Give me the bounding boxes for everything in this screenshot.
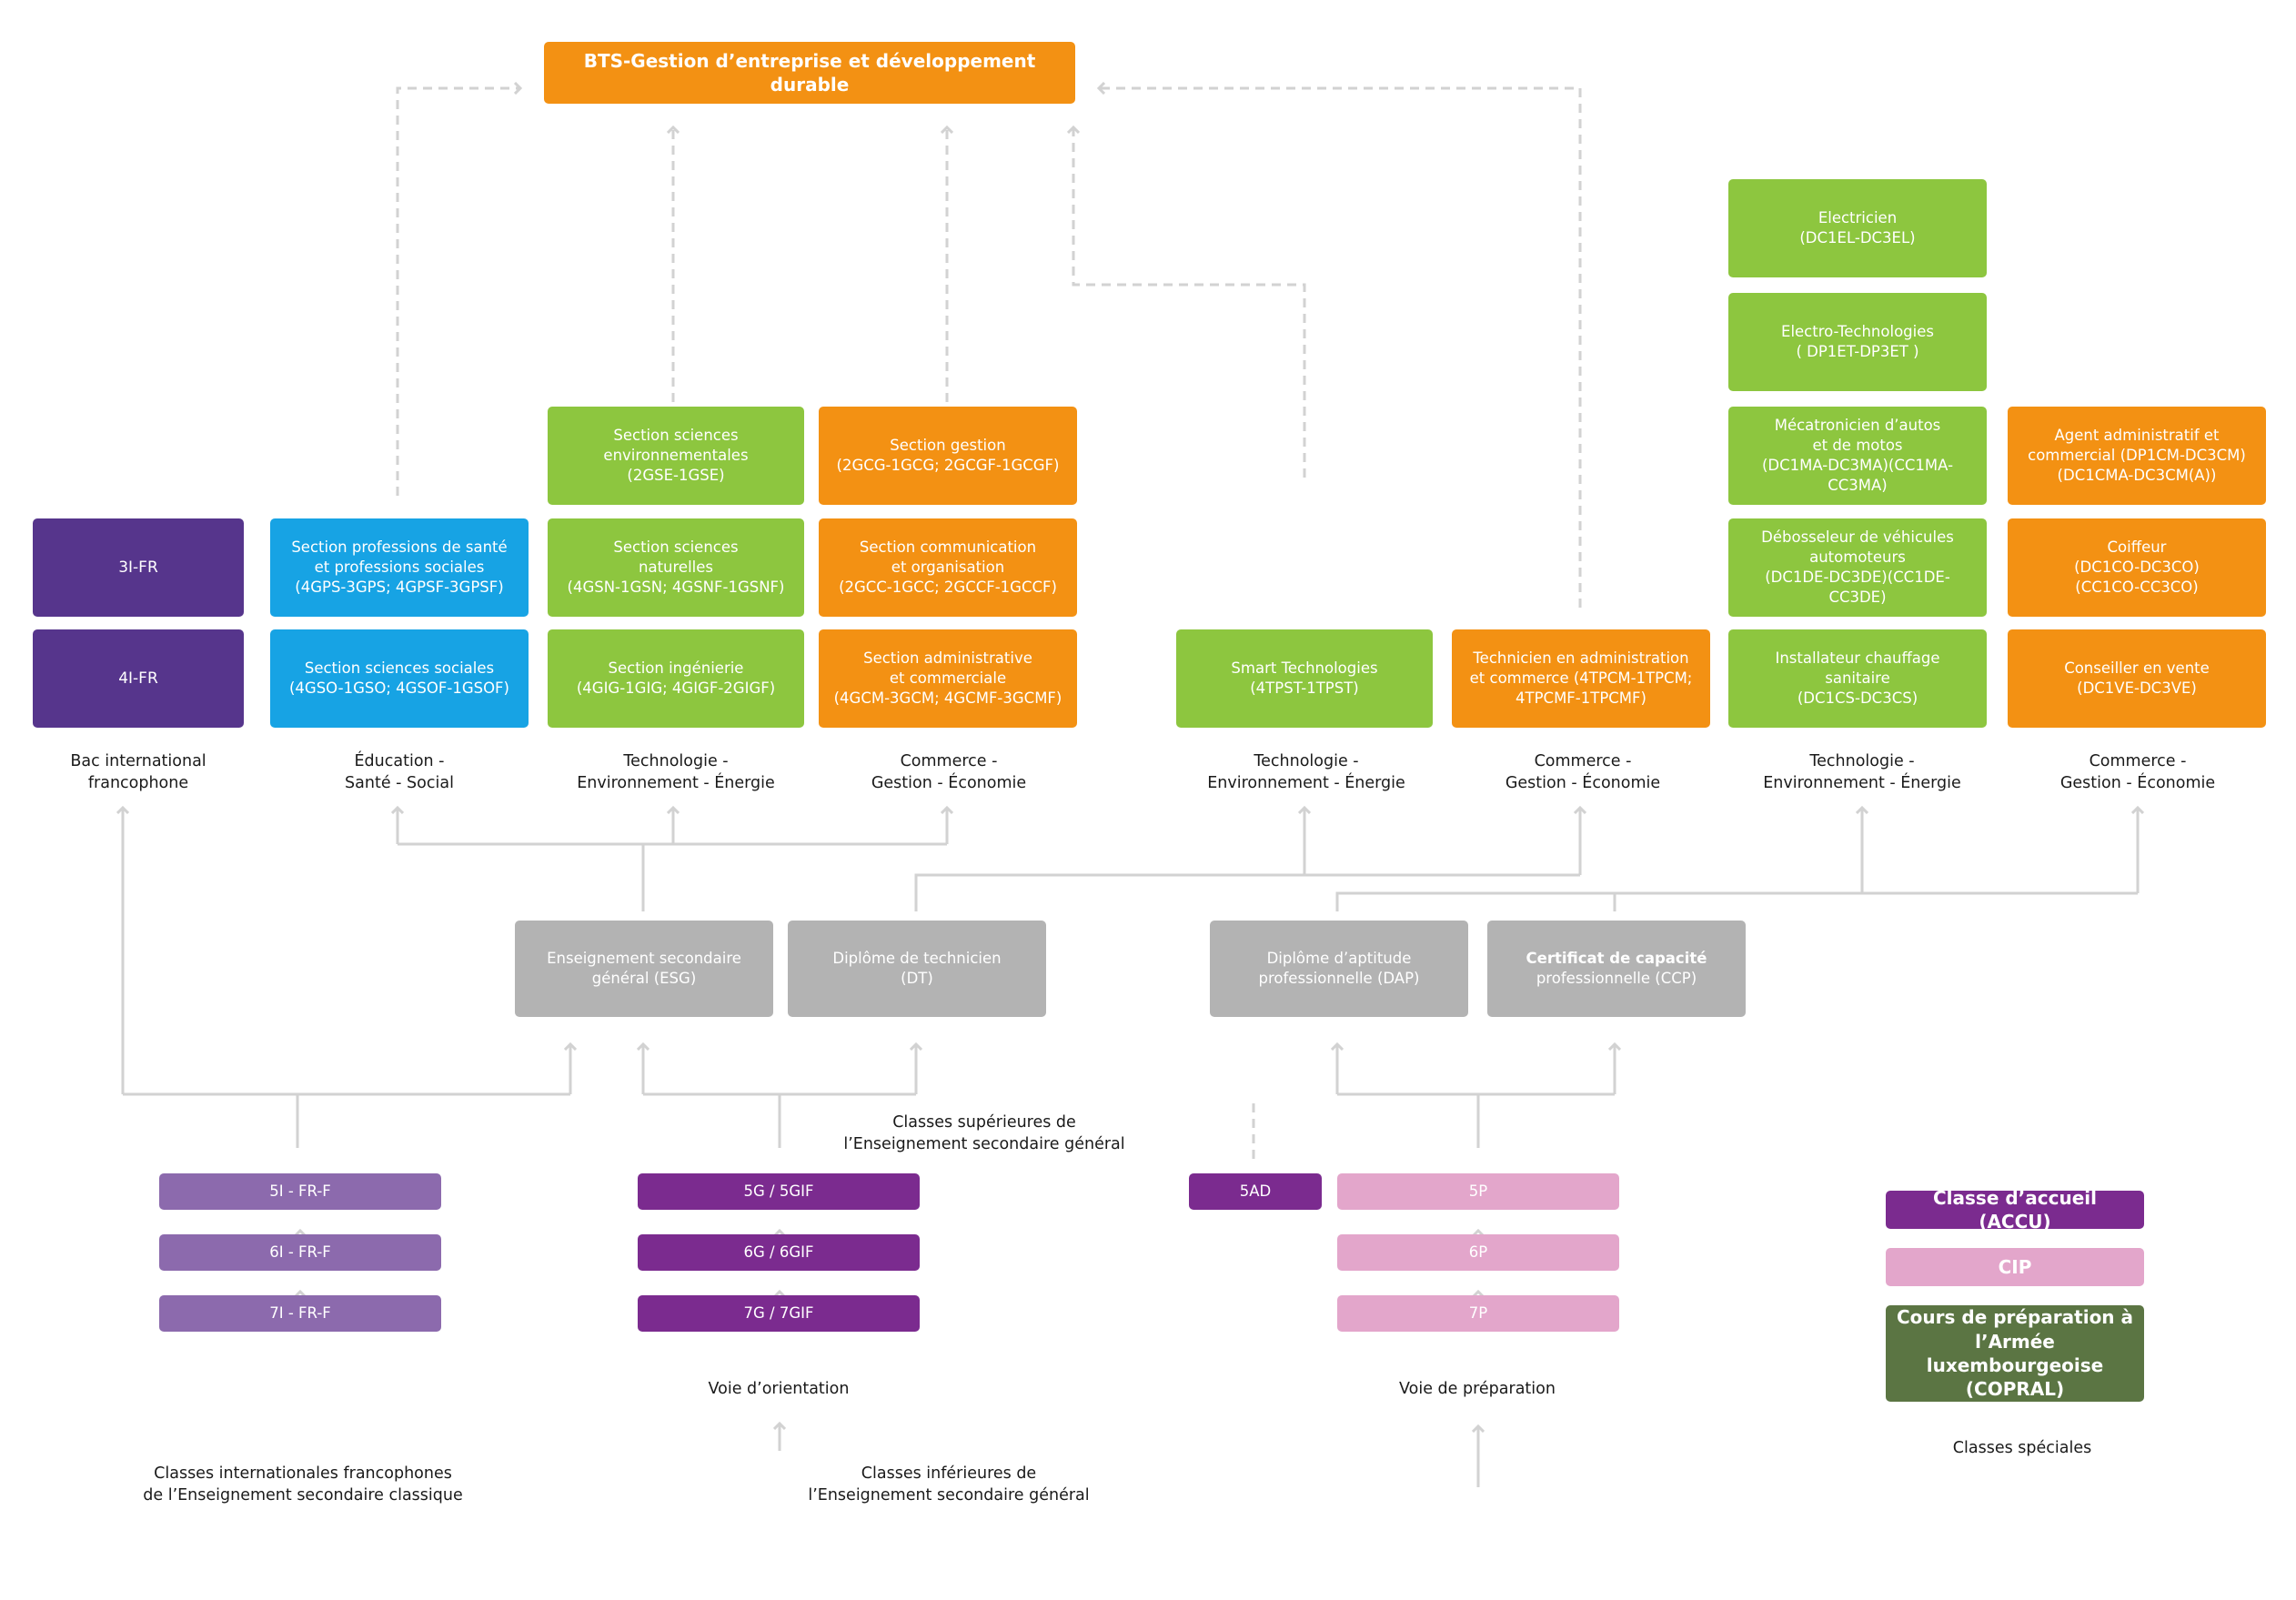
box-electro-tech: Electro-Technologies ( DP1ET-DP3ET ) bbox=[1728, 293, 1987, 391]
label-voie-preparation: Voie de préparation bbox=[1399, 1380, 1556, 1398]
box-5p: 5P bbox=[1337, 1173, 1619, 1210]
bts-box: BTS-Gestion d’entreprise et développemen… bbox=[544, 42, 1075, 104]
box-copral: Cours de préparation à l’Armée luxembour… bbox=[1886, 1305, 2144, 1402]
box-6g: 6G / 6GIF bbox=[638, 1234, 920, 1271]
box-6i-fr-f: 6I - FR-F bbox=[159, 1234, 441, 1271]
label-technologie-1: Technologie - Environnement - Énergie bbox=[577, 752, 775, 793]
connector-orient-up bbox=[643, 1092, 916, 1148]
box-dap: Diplôme d’aptitude professionnelle (DAP) bbox=[1210, 921, 1468, 1017]
label-classes-superieures: Classes supérieures de l’Enseignement se… bbox=[843, 1113, 1125, 1154]
box-conseiller-vente: Conseiller en vente (DC1VE-DC3VE) bbox=[2008, 629, 2266, 728]
box-section-comm: Section communication et organisation (2… bbox=[819, 518, 1077, 617]
box-installateur: Installateur chauffage sanitaire (DC1CS-… bbox=[1728, 629, 1987, 728]
dashed-connector-techadmin-bts bbox=[1099, 88, 1582, 608]
connector-intl-up bbox=[123, 1092, 570, 1148]
box-6p: 6P bbox=[1337, 1234, 1619, 1271]
box-section-ing: Section ingénierie (4GIG-1GIG; 4GIGF-2GI… bbox=[548, 629, 804, 728]
connector-dt-fields bbox=[914, 873, 1580, 911]
box-4i-fr: 4I-FR bbox=[33, 629, 244, 728]
box-debosseleur: Débosseleur de véhicules automoteurs (DC… bbox=[1728, 518, 1987, 617]
box-agent-admin: Agent administratif et commercial (DP1CM… bbox=[2008, 407, 2266, 505]
box-tech-admin: Technicien en administration et commerce… bbox=[1452, 629, 1710, 728]
box-ccp: Certificat de capacité professionnelle (… bbox=[1487, 921, 1746, 1017]
box-7g: 7G / 7GIF bbox=[638, 1295, 920, 1332]
box-5g: 5G / 5GIF bbox=[638, 1173, 920, 1210]
box-coiffeur: Coiffeur (DC1CO-DC3CO) (CC1CO-CC3CO) bbox=[2008, 518, 2266, 617]
box-3i-fr: 3I-FR bbox=[33, 518, 244, 617]
box-esg: Enseignement secondaire général (ESG) bbox=[515, 921, 773, 1017]
box-dt: Diplôme de technicien (DT) bbox=[788, 921, 1046, 1017]
box-cip: CIP bbox=[1886, 1248, 2144, 1286]
box-section-sante: Section professions de santé et professi… bbox=[270, 518, 529, 617]
dashed-connector-smart-bts bbox=[1073, 127, 1306, 478]
label-classes-speciales: Classes spéciales bbox=[1952, 1439, 2092, 1457]
label-technologie-3: Technologie - Environnement - Énergie bbox=[1763, 752, 1961, 793]
label-commerce-3: Commerce - Gestion - Économie bbox=[2059, 752, 2216, 793]
label-commerce-2: Commerce - Gestion - Économie bbox=[1505, 752, 1661, 793]
box-section-sociales: Section sciences sociales (4GSO-1GSO; 4G… bbox=[270, 629, 529, 728]
box-section-env: Section sciences environnementales (2GSE… bbox=[548, 407, 804, 505]
label-commerce-1: Commerce - Gestion - Économie bbox=[871, 752, 1027, 793]
label-education: Éducation - Santé - Social bbox=[345, 752, 454, 793]
box-7i-fr-f: 7I - FR-F bbox=[159, 1295, 441, 1332]
dashed-connector-edu-bts bbox=[396, 88, 520, 496]
connector-prep-up bbox=[1337, 1092, 1615, 1148]
ccp-title: Certificat de capacité bbox=[1526, 950, 1707, 968]
label-technologie-2: Technologie - Environnement - Énergie bbox=[1207, 752, 1405, 793]
box-5i-fr-f: 5I - FR-F bbox=[159, 1173, 441, 1210]
label-voie-orientation: Voie d’orientation bbox=[708, 1380, 850, 1398]
box-electricien: Electricien (DC1EL-DC3EL) bbox=[1728, 179, 1987, 277]
box-smart-tech: Smart Technologies (4TPST-1TPST) bbox=[1176, 629, 1433, 728]
label-classes-internationales: Classes internationales francophones de … bbox=[143, 1464, 463, 1505]
box-classe-accueil: Classe d’accueil (ACCU) bbox=[1886, 1187, 2144, 1233]
box-7p: 7P bbox=[1337, 1295, 1619, 1332]
connector-dap-ccp-fields bbox=[1335, 891, 2138, 911]
ccp-subtitle: professionnelle (CCP) bbox=[1536, 970, 1697, 987]
box-mecatronicien: Mécatronicien d’autos et de motos (DC1MA… bbox=[1728, 407, 1987, 505]
box-section-admin: Section administrative et commerciale (4… bbox=[819, 629, 1077, 728]
label-classes-inferieures: Classes inférieures de l’Enseignement se… bbox=[808, 1464, 1090, 1505]
box-5ad: 5AD bbox=[1189, 1173, 1322, 1210]
connector-esg-fields bbox=[398, 842, 947, 911]
box-section-nat: Section sciences naturelles (4GSN-1GSN; … bbox=[548, 518, 804, 617]
label-bac-international: Bac international francophone bbox=[70, 752, 206, 793]
box-section-gestion: Section gestion (2GCG-1GCG; 2GCGF-1GCGF) bbox=[819, 407, 1077, 505]
